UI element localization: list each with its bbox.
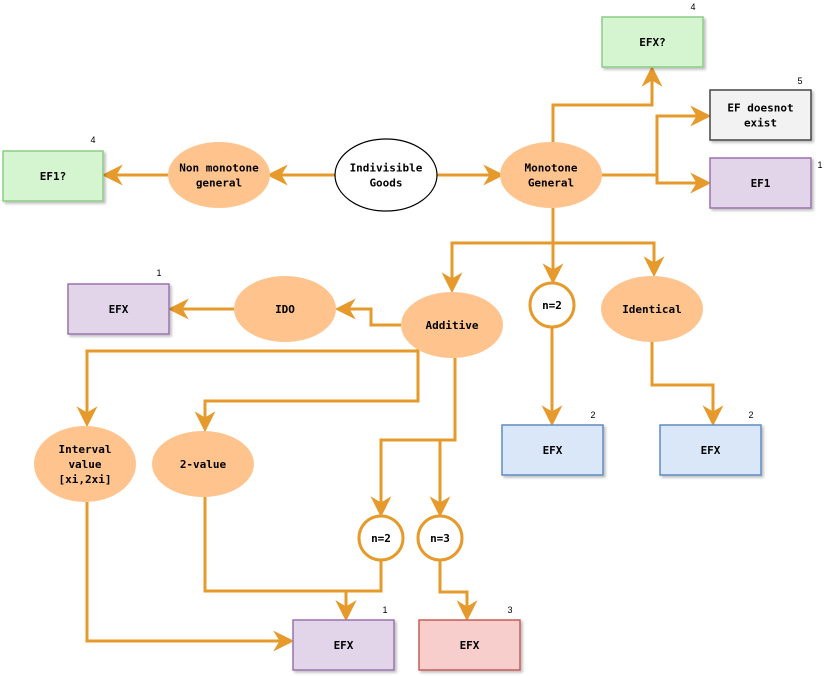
edge-n3-low-to-efx-b3 (438, 560, 478, 622)
node-label: General (528, 177, 574, 190)
node-label: exist (744, 117, 777, 130)
node-nonmono[interactable]: Non monotone general (168, 142, 270, 208)
node-label: n=2 (371, 532, 391, 545)
node-shape (168, 142, 270, 208)
node-shape (357, 514, 405, 562)
node-ef1[interactable]: EF1 1 (709, 157, 823, 209)
node-additive[interactable]: Additive (401, 292, 503, 358)
reference-badge: 5 (797, 76, 802, 86)
node-label: EFX (543, 444, 563, 457)
node-shape (152, 431, 254, 497)
reference-badge: 2 (590, 410, 595, 420)
reference-badge: 4 (90, 135, 95, 145)
node-shape (67, 283, 170, 335)
node-efxq-top[interactable]: EFX? 4 (601, 2, 704, 68)
edge-additive-to-interval (76, 348, 420, 428)
node-label: n=2 (542, 299, 562, 312)
node-shape (709, 157, 812, 209)
node-shape (416, 514, 464, 562)
node-label: Non monotone (179, 162, 259, 175)
node-label: [xi,2xi] (59, 473, 112, 486)
node-efx-n2-mid[interactable]: EFX 2 (501, 410, 604, 476)
node-shape (528, 281, 576, 329)
node-ef1q[interactable]: EF1? 4 (2, 135, 104, 202)
node-label: general (196, 177, 242, 190)
edge-additive-to-twovalue (194, 348, 420, 433)
node-label: Monotone (525, 162, 578, 175)
node-n2-low[interactable]: n=2 (357, 514, 405, 562)
node-shape (601, 16, 704, 68)
node-label: Goods (369, 177, 402, 190)
node-label: EF1 (751, 177, 771, 190)
node-label: Identical (622, 303, 682, 316)
edge-twovalue-to-efx-b1 (203, 497, 357, 622)
edge-n2-low-to-efx-b1 (335, 560, 383, 622)
node-label: 2-value (180, 458, 227, 471)
node-n2-mid[interactable]: n=2 (528, 281, 576, 329)
node-efx-bottom1[interactable]: EFX 1 (292, 605, 395, 671)
node-shape (659, 424, 762, 476)
node-label: value (68, 458, 101, 471)
node-efx-bottom3[interactable]: EFX 3 (418, 605, 521, 671)
node-label: IDO (275, 303, 295, 316)
node-label: EFX (334, 639, 354, 652)
node-label: EF1? (40, 170, 67, 183)
node-label: EFX (460, 639, 480, 652)
node-efx-ido[interactable]: EFX 1 (67, 268, 170, 335)
node-label: Interval (59, 443, 112, 456)
node-efx-identical[interactable]: EFX 2 (659, 410, 762, 476)
node-shape (2, 150, 104, 202)
node-label: EFX? (639, 36, 666, 49)
reference-badge: 1 (382, 605, 387, 615)
node-shape (601, 276, 703, 342)
node-shape (401, 292, 503, 358)
reference-badge: 1 (817, 160, 822, 170)
edge-monotone-to-identical (551, 208, 665, 278)
node-label: EFX (109, 303, 129, 316)
node-shape (501, 424, 604, 476)
node-shape (234, 276, 336, 342)
edge-interval-to-efx-b1 (85, 502, 295, 652)
node-shape (34, 426, 136, 502)
node-shape (334, 138, 438, 212)
edge-additive-to-n3-low (429, 358, 457, 518)
node-ido[interactable]: IDO (234, 276, 336, 342)
edge-monotone-to-efxq (551, 65, 663, 142)
node-interval[interactable]: Interval value [xi,2xi] (34, 426, 136, 502)
edge-additive-to-ido (334, 298, 401, 327)
edge-monotone-to-ef1 (602, 172, 712, 194)
edge-identical-to-efx (650, 342, 724, 427)
node-shape (500, 142, 602, 208)
node-n3-low[interactable]: n=3 (416, 514, 464, 562)
reference-badge: 3 (507, 605, 512, 615)
node-shape (292, 619, 395, 671)
node-label: n=3 (430, 532, 450, 545)
node-identical[interactable]: Identical (601, 276, 703, 342)
node-label: Indivisible (350, 162, 423, 175)
node-ef-not-exist[interactable]: EF doesnot exist 5 (709, 76, 812, 141)
reference-badge: 2 (748, 410, 753, 420)
reference-badge: 4 (690, 2, 695, 12)
node-label: EF doesnot (727, 102, 793, 115)
node-label: EFX (701, 444, 721, 457)
node-shape (418, 619, 521, 671)
node-shape (709, 89, 812, 141)
node-twovalue[interactable]: 2-value (152, 431, 254, 497)
edge-monotone-to-ef-not-exist (602, 105, 712, 177)
node-label: Additive (426, 319, 479, 332)
reference-badge: 1 (156, 268, 161, 278)
edge-monotone-to-additive (441, 208, 555, 294)
